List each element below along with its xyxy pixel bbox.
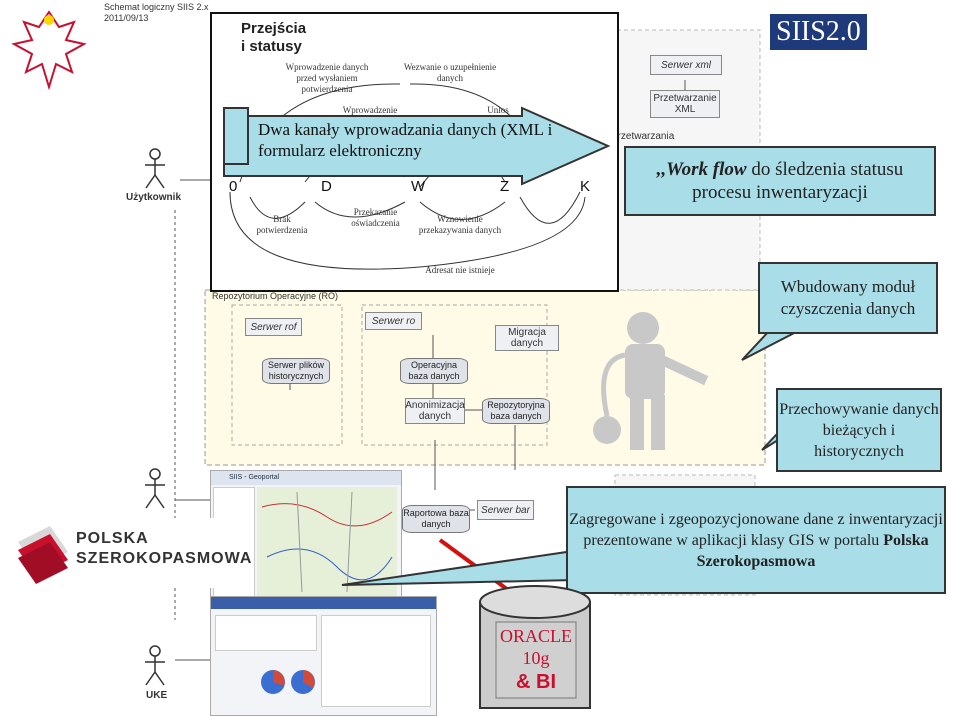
user-actor-icon <box>145 148 165 189</box>
polska-szerokopasmowa-logo: POLSKA SZEROKOPASMOWA <box>14 518 251 588</box>
operational-db: Operacyjna baza danych <box>400 358 468 384</box>
state-d: D <box>321 178 332 195</box>
label-bottom-right: Wznowienie przekazywania danych <box>418 214 502 235</box>
oracle-label-1: ORACLE <box>500 626 572 646</box>
server-bar-box: Serwer bar <box>477 500 534 520</box>
migration-box: Migracja danych <box>495 325 559 351</box>
server-rof-box: Serwer rof <box>245 318 302 336</box>
uke-actor-icon <box>145 645 165 686</box>
bi-app-pies <box>261 670 315 694</box>
logo-line-2: SZEROKOPASMOWA <box>76 550 253 567</box>
gis-app-screenshot: SIIS - Geoportal <box>210 470 402 602</box>
anonymization-box: Anonimizacja danych <box>405 398 465 424</box>
cleaning-worker-icon <box>593 312 709 450</box>
document-title: Schemat logiczny SIIS 2.x <box>104 2 209 12</box>
document-date: 2011/09/13 <box>104 13 149 23</box>
history-files-server: Serwer plików historycznych <box>262 358 330 384</box>
actor-icon-2 <box>145 468 165 509</box>
repository-db: Repozytoryjna baza danych <box>482 398 550 424</box>
xml-server-box: Serwer xml <box>650 55 722 75</box>
workflow-panel-title: Przejścia i statusy <box>241 20 307 55</box>
channels-callout-shape <box>223 106 611 186</box>
gis-app-sidebar <box>213 487 255 599</box>
xml-processing-box: Przetwarzanie XML <box>650 90 720 118</box>
label-addressee: Adresat nie istnieje <box>425 265 495 275</box>
state-0: 0 <box>229 178 238 195</box>
gis-callout: Zagregowane i zgeopozycjonowane dane z i… <box>566 486 946 594</box>
gis-app-title: SIIS - Geoportal <box>211 471 401 485</box>
label-request: Wezwanie o uzupełnienie danych <box>403 62 497 83</box>
workflow-callout-rest: do śledzenia statusu procesu inwentaryza… <box>692 159 904 203</box>
logo-line-1: POLSKA <box>76 530 149 547</box>
channels-callout-text: Dwa kanały wprowadzania danych (XML i fo… <box>258 120 553 160</box>
uke-actor-label: UKE <box>146 690 168 701</box>
bi-app-table <box>321 615 431 707</box>
label-partial-top: Unlos <box>487 105 509 115</box>
repository-title: Repozytorium Operacyjne (RO) <box>212 291 339 301</box>
polish-eagle-emblem <box>4 2 94 102</box>
workflow-callout-em: ,,Work flow <box>656 159 747 180</box>
oracle-label-2: 10g <box>522 648 550 668</box>
logo-mark-icon <box>18 526 68 584</box>
state-w: W <box>411 178 426 195</box>
label-entry-before: Wprowadzenie danych przed wysłaniem potw… <box>285 62 369 94</box>
gis-callout-portal: Polska Szerokopasmowa <box>696 531 929 570</box>
gis-map-lines <box>261 491 393 593</box>
state-z: Z <box>500 178 510 195</box>
label-bottom-mid: Przekazanie oświadczenia <box>351 207 400 228</box>
oracle-cylinder <box>479 585 591 709</box>
state-k: K <box>580 178 591 195</box>
brand-label: SIIS2.0 <box>770 14 867 50</box>
gis-callout-text: Zagregowane i zgeopozycjonowane dane z i… <box>569 510 943 549</box>
oracle-label-3: & BI <box>516 671 556 693</box>
user-actor-label: Użytkownik <box>126 192 182 203</box>
cleaning-callout: Wbudowany moduł czyszczenia danych <box>758 262 938 334</box>
bi-app-panel-1 <box>215 615 317 651</box>
gis-map-area <box>257 487 397 597</box>
server-ro-box: Serwer ro <box>365 312 422 330</box>
workflow-callout: ,,Work flow do śledzenia statusu procesu… <box>624 146 936 216</box>
bi-app-screenshot <box>210 596 437 716</box>
bi-app-titlebar <box>211 597 436 609</box>
report-db: Raportowa baza danych <box>402 505 470 533</box>
storage-callout: Przechowywanie danych bieżących i histor… <box>776 388 942 472</box>
processing-partial-label: przetwarzania <box>612 131 675 142</box>
label-bottom-left: Brak potwierdzenia <box>256 214 308 235</box>
